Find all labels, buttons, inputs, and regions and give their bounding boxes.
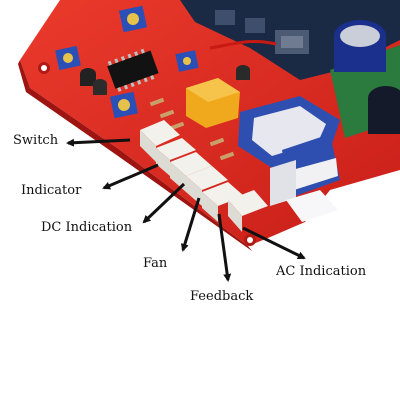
transformer xyxy=(238,96,340,222)
arrow-switch xyxy=(66,138,131,147)
label-dc-indication: DC Indication xyxy=(41,220,133,235)
label-fan: Fan xyxy=(143,256,168,271)
connector-strip xyxy=(140,120,268,232)
label-ac-indication: AC Indication xyxy=(276,264,367,279)
ic-chip xyxy=(107,48,159,92)
label-feedback: Feedback xyxy=(190,289,254,304)
arrow-feedback xyxy=(217,213,232,282)
label-indicator: Indicator xyxy=(21,183,82,198)
resistor-array xyxy=(149,97,235,161)
arrow-dc-indication xyxy=(142,182,186,224)
arrow-indicator xyxy=(102,163,159,190)
red-wire xyxy=(209,39,277,50)
arrow-fan xyxy=(180,197,201,252)
label-switch: Switch xyxy=(13,133,59,148)
arrow-ac-indication xyxy=(242,226,306,260)
pcb-board-edge xyxy=(18,60,252,251)
